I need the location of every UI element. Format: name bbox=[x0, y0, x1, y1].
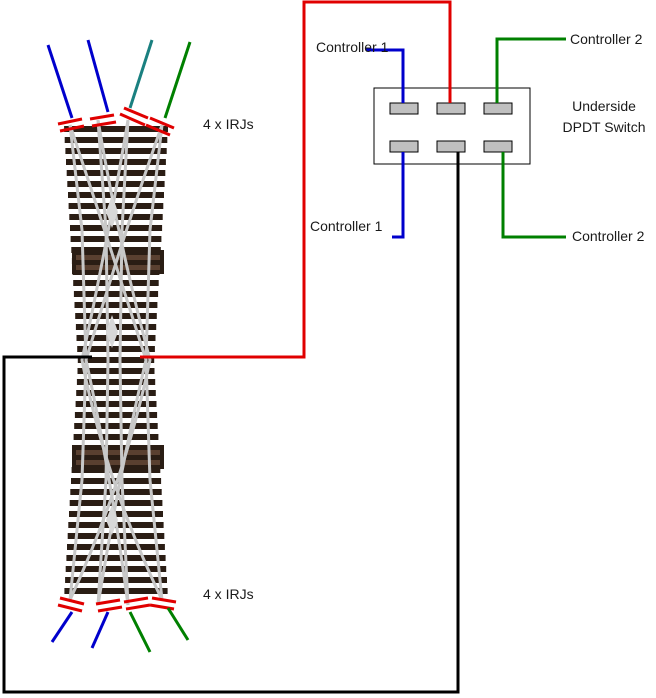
feeder-green bbox=[163, 41, 192, 119]
controller2-label-top: Controller 2 bbox=[570, 31, 643, 47]
sleeper bbox=[70, 236, 162, 242]
sleeper bbox=[74, 412, 158, 418]
feeder-blue-1 bbox=[46, 44, 74, 119]
switch-body bbox=[373, 87, 531, 165]
feeder-teal bbox=[128, 39, 154, 109]
terminal-bottom-right bbox=[483, 140, 513, 153]
sleeper bbox=[74, 302, 158, 308]
terminal-top-right bbox=[483, 102, 513, 115]
controller1-top-wire bbox=[366, 48, 405, 103]
sleeper bbox=[73, 434, 159, 440]
dpdt-switch-icon bbox=[373, 87, 531, 165]
controller2-bottom-wire bbox=[501, 152, 566, 239]
sleeper bbox=[64, 126, 168, 132]
sleeper bbox=[67, 533, 165, 539]
sleeper bbox=[71, 467, 161, 473]
top-feeder-wires bbox=[46, 39, 192, 119]
feeder-blue-4 bbox=[90, 611, 110, 649]
controller1-bottom-wire bbox=[392, 152, 405, 239]
irj-label-top: 4 x IRJs bbox=[203, 116, 254, 132]
switch-label-line2: DPDT Switch bbox=[562, 119, 646, 135]
controller2-top-wire bbox=[495, 37, 566, 103]
feeder-blue-3 bbox=[50, 611, 74, 643]
sleeper bbox=[66, 170, 166, 176]
sleeper bbox=[76, 335, 156, 341]
switch-label-line1: Underside bbox=[572, 98, 636, 114]
terminal-top-left bbox=[389, 102, 419, 115]
sleeper bbox=[64, 137, 168, 143]
irj-label-bottom: 4 x IRJs bbox=[203, 586, 254, 602]
feeder-green-3 bbox=[166, 607, 190, 641]
sleeper bbox=[77, 357, 155, 363]
sleeper bbox=[76, 390, 156, 396]
feeder-green-2 bbox=[128, 611, 152, 653]
sleeper bbox=[68, 203, 164, 209]
bottom-feeder-wires bbox=[50, 607, 190, 653]
sleeper bbox=[73, 280, 159, 286]
top-irjs bbox=[57, 106, 175, 137]
sleeper bbox=[65, 577, 167, 583]
terminal-bottom-center bbox=[436, 140, 466, 153]
red-wire bbox=[140, 0, 452, 359]
controller1-label-bottom: Controller 1 bbox=[310, 218, 383, 234]
terminal-bottom-left bbox=[389, 140, 419, 153]
sleeper bbox=[76, 379, 156, 385]
black-wire bbox=[2, 152, 460, 694]
sleeper bbox=[74, 423, 158, 429]
sleeper bbox=[77, 346, 155, 352]
sleeper bbox=[65, 148, 167, 154]
feeder-blue-2 bbox=[86, 39, 110, 113]
double-slip-track-icon bbox=[64, 119, 168, 606]
controller2-label-bottom: Controller 2 bbox=[572, 228, 645, 244]
sleeper bbox=[65, 566, 167, 572]
sleeper bbox=[75, 401, 157, 407]
sleeper bbox=[66, 159, 166, 165]
sleeper bbox=[73, 291, 159, 297]
sleeper bbox=[75, 313, 157, 319]
controller1-label-top: Controller 1 bbox=[316, 39, 389, 55]
sleeper bbox=[77, 368, 155, 374]
sleeper bbox=[67, 544, 165, 550]
sleeper bbox=[66, 555, 166, 561]
bottom-irjs bbox=[57, 596, 177, 613]
sleeper bbox=[64, 588, 168, 594]
sleeper bbox=[70, 225, 163, 231]
frog-marks bbox=[106, 195, 118, 535]
terminal-top-center bbox=[436, 102, 466, 115]
